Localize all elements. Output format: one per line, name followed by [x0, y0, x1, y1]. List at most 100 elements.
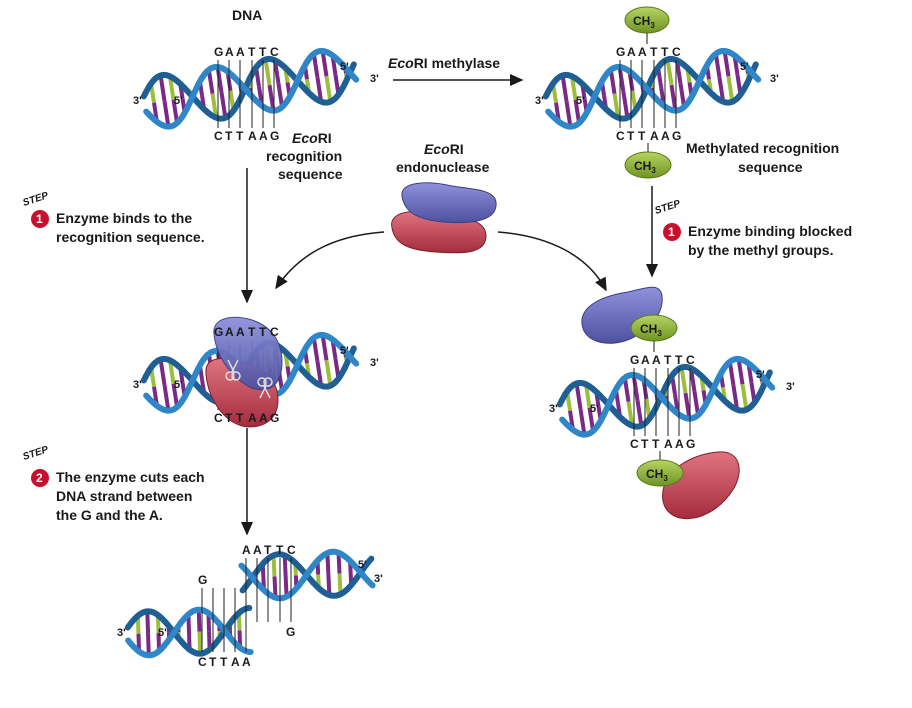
helix-blocked — [556, 355, 776, 438]
methylated-bottom-sequence: C T T A A G — [616, 129, 681, 143]
step-num-l2: 2 — [36, 471, 43, 485]
methyl-group-bottom: CH3 — [624, 143, 672, 179]
c-lb-5: A — [242, 655, 251, 669]
svg-text:EcoRI: EcoRI — [292, 130, 332, 146]
helix-top-left — [140, 47, 360, 130]
bl-end-3-right: 3' — [786, 381, 795, 393]
base-rung — [282, 555, 288, 577]
c-rt-1: A — [242, 543, 251, 557]
b-top-4: T — [248, 325, 256, 339]
methyl-group-bottom-blocked: CH3 — [636, 451, 740, 520]
bl-bottom-2: T — [641, 437, 649, 451]
ch3-bottom-sub: 3 — [651, 166, 656, 175]
step-word-l1: STEP — [22, 190, 51, 209]
base-rung — [267, 84, 276, 111]
dna-methylated: CH3 G A A T T C C T T A A G 3' 5' 5' 3' … — [535, 6, 839, 179]
bl-top-6: C — [686, 353, 695, 367]
methylase-arrow: EcoRI methylase — [388, 55, 524, 86]
base-rung — [608, 69, 617, 95]
bl-end-5-left: 5' — [590, 403, 599, 415]
dna-bound: G A A T T C C T T A A G 3' 5' 5' 3' — [133, 316, 379, 428]
ch3-top: CH — [633, 14, 650, 28]
svg-text:EcoRI: EcoRI — [424, 141, 464, 157]
m-top-4: T — [650, 45, 658, 59]
c-rt-4: T — [276, 543, 284, 557]
b-bottom-5: A — [259, 411, 268, 425]
step-l2-line2: DNA strand between — [56, 488, 192, 504]
base-rung — [727, 361, 736, 387]
base-rung — [574, 383, 583, 410]
endonuclease-line2: endonuclease — [396, 159, 490, 175]
base-rung — [324, 76, 333, 102]
bl-bottom-5: A — [675, 437, 684, 451]
base-rung — [324, 360, 333, 386]
base-rung — [736, 358, 745, 385]
base-rung — [679, 367, 688, 394]
endonuclease-blue-subunit — [401, 182, 497, 224]
dna-top-left: DNA G A A T T C C T T A A G 3' 5' 5' 3' — [133, 7, 379, 143]
helix-methylated — [542, 47, 762, 130]
base-rung — [564, 100, 573, 127]
base-rung — [197, 631, 203, 654]
end-3-left: 3' — [133, 95, 142, 107]
bl-top-5: T — [675, 353, 683, 367]
m-top-6: C — [672, 45, 681, 59]
bl-end-3-left: 3' — [549, 403, 558, 415]
base-rung — [219, 92, 228, 118]
base-rung — [621, 92, 630, 118]
bl-bottom-1: C — [630, 437, 639, 451]
m-top-3: A — [638, 45, 647, 59]
helix-cut-left — [124, 588, 254, 659]
m-bottom-2: T — [627, 129, 635, 143]
m-bottom-6: G — [672, 129, 681, 143]
base-rung — [145, 611, 151, 634]
base-rung — [320, 50, 329, 77]
b-top-5: T — [259, 325, 267, 339]
seq-bottom-5: A — [259, 129, 268, 143]
endonuclease: EcoRI endonuclease — [391, 141, 497, 254]
step-r1-line1: Enzyme binding blocked — [688, 223, 852, 239]
base-rung — [315, 361, 324, 386]
methylase-eco-italic: Eco — [388, 55, 414, 71]
svg-text:CH3: CH3 — [646, 467, 668, 483]
scissors-right-icon — [257, 377, 273, 399]
backbone-strand — [124, 605, 253, 657]
step-left-2: STEP 2 The enzyme cuts each DNA strand b… — [22, 444, 205, 523]
helix-cut-right — [238, 548, 376, 622]
backbone-strand — [542, 55, 759, 122]
end-5-left: 5' — [174, 95, 183, 107]
seq-top-4: T — [248, 45, 256, 59]
base-rung — [271, 555, 277, 577]
m-end-3-left: 3' — [535, 95, 544, 107]
methylated-top-sequence: G A A T T C — [616, 45, 681, 59]
base-rung — [626, 401, 635, 426]
svg-text:CH3: CH3 — [634, 159, 656, 175]
seq-bottom-2: T — [225, 129, 233, 143]
b-top-2: A — [225, 325, 234, 339]
endo-eco-italic: Eco — [424, 141, 450, 157]
base-rung — [612, 93, 621, 118]
base-rung — [635, 400, 644, 426]
step-badge-l1 — [31, 210, 49, 228]
arrow-enzyme-to-left — [275, 231, 385, 290]
m-top-2: A — [627, 45, 636, 59]
base-rung — [587, 407, 596, 432]
base-rung — [158, 75, 167, 102]
base-rung — [731, 385, 740, 410]
base-rung — [678, 83, 687, 108]
methylase-text: RI methylase — [414, 55, 501, 71]
seq-bottom-6: G — [270, 129, 279, 143]
backbone-strand — [125, 606, 254, 659]
blocked-top-sequence: G A A T T C — [630, 353, 695, 367]
dna-label: DNA — [232, 7, 262, 23]
methylated-label-line2: sequence — [738, 159, 803, 175]
m-bottom-5: A — [661, 129, 670, 143]
base-rung — [674, 60, 683, 84]
base-rung — [740, 384, 749, 410]
backbone-strand — [140, 55, 357, 122]
step-l1-line1: Enzyme binds to the — [56, 210, 192, 226]
backbone-strand — [556, 363, 773, 430]
methylated-label-line1: Methylated recognition — [686, 140, 839, 156]
base-rung — [311, 337, 320, 363]
bl-bottom-4: A — [664, 437, 673, 451]
